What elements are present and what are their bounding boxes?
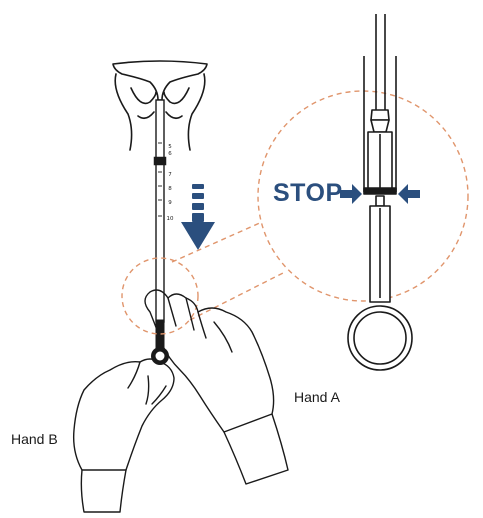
hand-a-illustration — [144, 289, 289, 485]
uterus-illustration — [112, 60, 208, 151]
hand-b-label: Hand B — [11, 431, 58, 447]
scale-mark: 9 — [168, 200, 172, 206]
magnified-inserter — [347, 14, 413, 371]
rod-scale-labels: 5 6 7 8 9 10 — [167, 144, 174, 222]
hand-a-label: Hand A — [294, 389, 340, 405]
scale-mark: 8 — [168, 186, 172, 192]
hand-b-illustration — [72, 358, 175, 513]
magnifier-callout — [121, 90, 469, 335]
sound-rod — [151, 99, 169, 365]
arrow-left-icon — [398, 184, 420, 204]
scale-mark: 6 — [168, 151, 172, 157]
stop-indicators — [340, 184, 420, 204]
scale-mark: 5 — [168, 144, 172, 150]
rod-scale — [158, 142, 162, 217]
arrow-down-icon — [181, 184, 215, 250]
flange-marker — [153, 156, 167, 166]
arrow-right-icon — [340, 184, 362, 204]
scale-mark: 10 — [167, 216, 174, 222]
stop-label: STOP — [273, 179, 343, 207]
scale-mark: 7 — [168, 172, 172, 178]
